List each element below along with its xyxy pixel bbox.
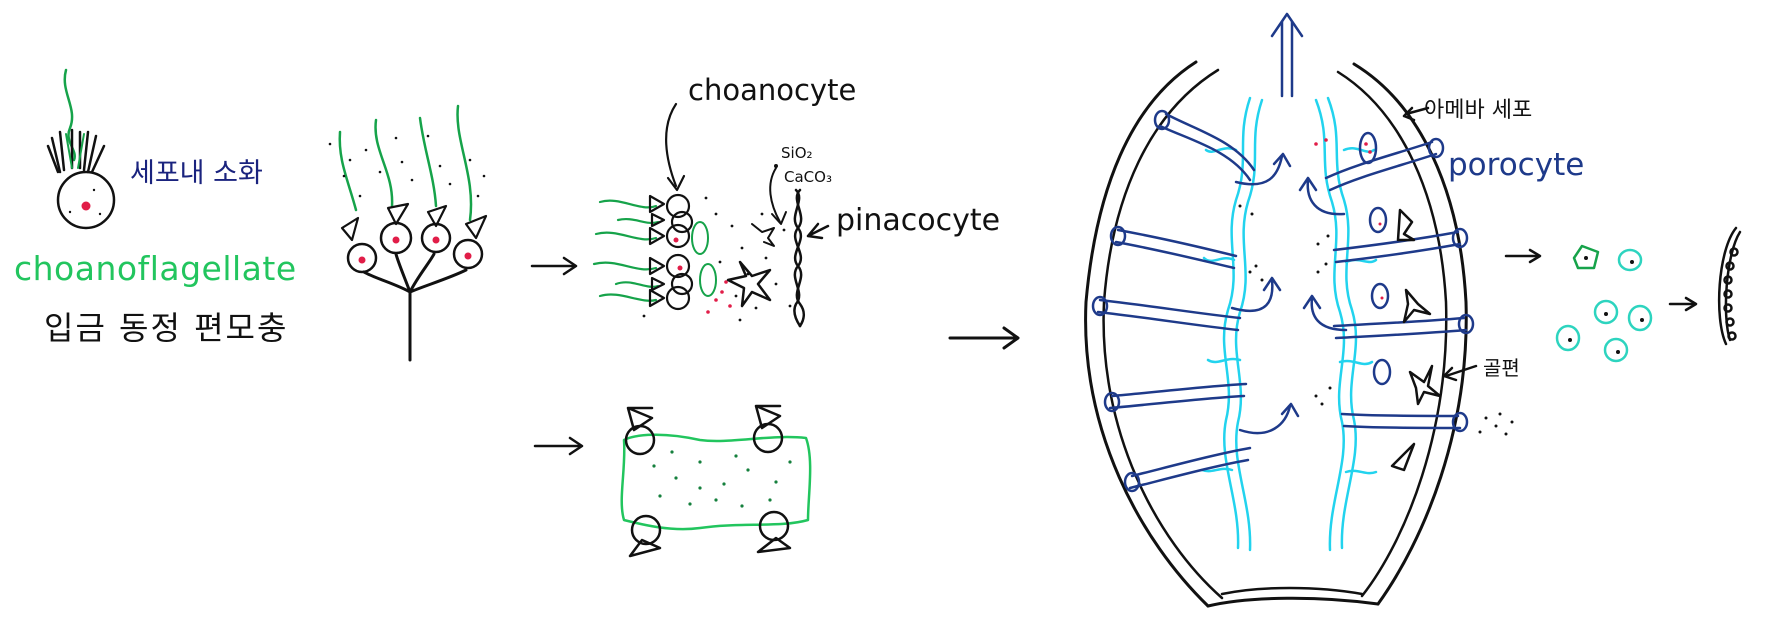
label-spicule: 골편 <box>1483 356 1520 380</box>
label-porocyte: porocyte <box>1448 147 1585 183</box>
arrow-to-colony-film <box>1668 296 1698 312</box>
arrow-to-gemmules <box>1504 248 1542 264</box>
sponge-cross-section <box>1084 12 1514 608</box>
choanocyte-layer <box>592 102 830 328</box>
arrow-to-choanocyte-layer <box>530 256 578 276</box>
arrow-to-sheet-form <box>533 436 584 456</box>
colony-film <box>1717 226 1742 346</box>
choanoflagellate-cell <box>46 68 116 230</box>
sheet-colony <box>620 404 812 558</box>
colonial-choanoflagellates <box>328 104 488 362</box>
label-intracellular-digestion: 세포내 소화 <box>130 158 263 189</box>
label-choanoflagellate-korean: 입금 동정 편모충 <box>44 309 289 347</box>
label-sio2: SiO₂ <box>781 144 813 162</box>
arrow-to-sponge <box>948 326 1020 350</box>
gemmule-cells <box>1555 244 1653 363</box>
label-choanoflagellate: choanoflagellate <box>14 249 297 288</box>
label-amoebocyte: 아메바 세포 <box>1424 98 1533 123</box>
label-pinacocyte: pinacocyte <box>836 203 1001 238</box>
label-choanocyte: choanocyte <box>688 73 857 107</box>
label-caco3: CaCO₃ <box>784 168 832 186</box>
